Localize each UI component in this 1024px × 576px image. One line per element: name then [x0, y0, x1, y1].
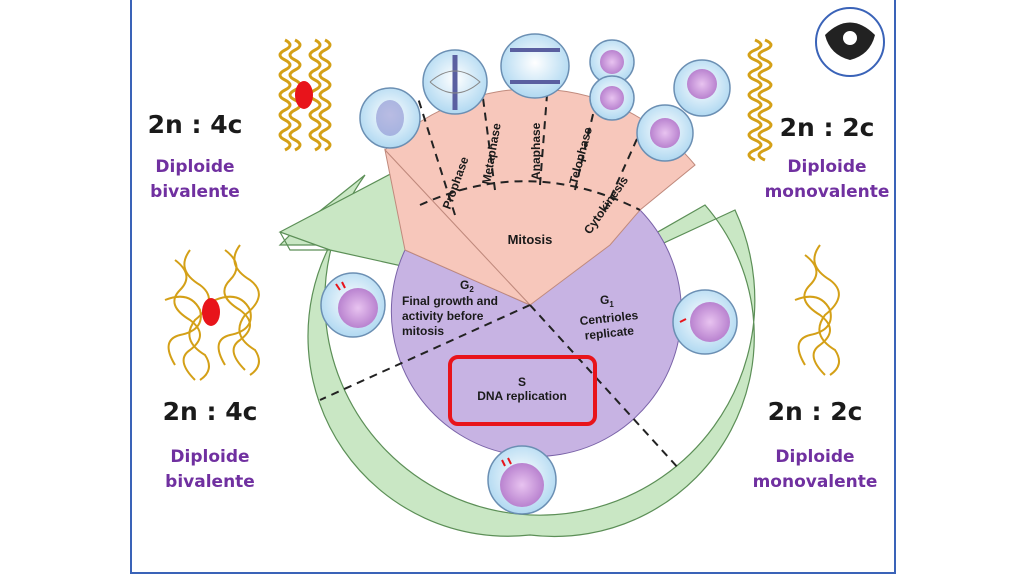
crest-logo-icon [815, 7, 885, 77]
g2-title: G2 [460, 278, 474, 294]
metaphase-cell-icon [422, 49, 488, 115]
g1-cell-icon [672, 289, 738, 355]
desc-bottom-right-line2: monovalente [752, 472, 878, 492]
desc-bottom-left-line2: bivalente [165, 472, 255, 492]
g2-cell-icon [320, 272, 386, 338]
g1-line1: Centrioles [579, 308, 639, 328]
centromere-icon-bottom-left [202, 298, 220, 326]
cytokinesis-cell-icon [636, 59, 731, 162]
g2-line1: Final growth and [402, 294, 498, 308]
desc-bottom-right-line1: Diploide [775, 447, 855, 467]
g1-line2: replicate [584, 323, 635, 342]
s-line1: DNA replication [477, 389, 567, 403]
chromosome-icon-top-right [747, 38, 773, 162]
prophase-cell-icon [359, 87, 421, 149]
mitosis-label: Mitosis [508, 232, 553, 247]
g1-title: G1 [600, 293, 614, 309]
desc-top-right-line2: monovalente [764, 182, 890, 202]
g2-line2: activity before [402, 309, 484, 323]
telophase-cell-icon [589, 39, 635, 121]
chromosome-icon-bottom-left [164, 244, 260, 381]
ratio-bottom-right: 2n : 2c [767, 397, 863, 426]
ratio-top-left: 2n : 4c [147, 110, 243, 139]
chromosome-icon-bottom-right [794, 244, 840, 376]
phase-label-anaphase: Anaphase [529, 122, 543, 180]
ratio-bottom-left: 2n : 4c [162, 397, 258, 426]
desc-top-left-line2: bivalente [150, 182, 240, 202]
g2-line3: mitosis [402, 324, 444, 338]
anaphase-cell-icon [500, 33, 570, 99]
ratio-top-right: 2n : 2c [779, 113, 875, 142]
s-cell-icon [487, 445, 557, 515]
interphase-disc [390, 209, 682, 457]
desc-top-left-line1: Diploide [155, 157, 235, 177]
desc-top-right-line1: Diploide [787, 157, 867, 177]
phase-dividers [319, 74, 681, 471]
s-title: S [518, 375, 526, 389]
centromere-icon-top-left [295, 81, 313, 109]
s-phase-highlight [448, 355, 597, 426]
desc-bottom-left-line1: Diploide [170, 447, 250, 467]
